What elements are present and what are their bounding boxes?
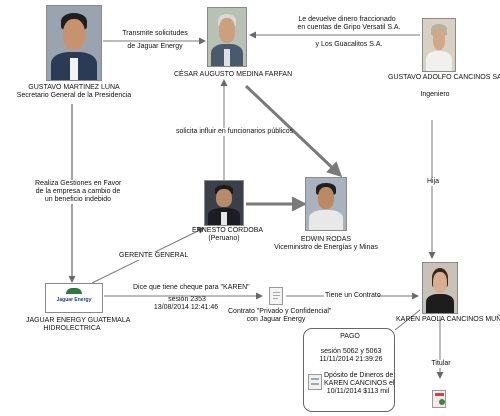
jaguar-leaf-icon (66, 288, 82, 294)
edge-label-gerente: GERENTE GENERAL (118, 252, 189, 260)
photo-cesar-medina (207, 7, 247, 67)
edge-label-contrato: Tiene un Contrato (324, 292, 381, 300)
edwin-rodas-name: EDWIN RODAS (300, 236, 352, 243)
photo-edwin-rodas (305, 177, 347, 231)
edge-label-titular: Titular (428, 360, 454, 368)
photo-karen-cancinos (422, 262, 458, 314)
payment-session-1: sesión 5062 y 5063 (320, 348, 382, 355)
bank-card-icon (432, 390, 446, 408)
gustavo-cancinos-name: GUSTAVO ADOLFO CANCINOS SAZO (388, 74, 500, 81)
edge-label-transmite-2: de Jaguar Energy (118, 43, 192, 51)
jaguar-energy-name2: HIDROLECTRICA (43, 325, 101, 332)
payment-session-2: 11/11/2014 21:39:26 (319, 356, 383, 363)
cesar-medina-name: CÉSAR AUGUSTO MEDINA FARFAN (174, 71, 293, 78)
deposit-line-3: 10/11/2014 $113 mil (326, 388, 390, 395)
jaguar-energy-name: JAGUAR ENERGY GUATEMALA (26, 317, 131, 324)
edge-label-solicita: solicita influir en funcionarios público… (175, 128, 294, 136)
photo-gustavo-martinez (46, 5, 102, 81)
edge-label-gestiones-1: Realiza Gestiones en Favor (34, 180, 122, 188)
photo-gustavo-cancinos (422, 18, 456, 72)
edge-label-devuelve-2: en cuentas de Gripo Versatil S.A. (288, 24, 410, 32)
edge-label-gestiones-3: un beneficio indebido (38, 196, 118, 204)
deposit-line-2: KAREN CANCINOS el (324, 380, 395, 387)
edwin-rodas-role: Viceministro de Energías y Minas (274, 244, 378, 251)
edge-label-devuelve-1: Le devuelve dinero fraccionado (288, 16, 406, 24)
jaguar-energy-logo: Jaguar Energy (45, 283, 103, 313)
jaguar-logo-text: Jaguar Energy (56, 297, 92, 303)
edge-payment-to-karen (394, 309, 421, 331)
contract-label-2: con Jaguar Energy (246, 316, 306, 323)
edge-label-devuelve-3: y Los Guacalitos S.A. (300, 41, 398, 49)
edge-label-cheque-2: sesión 2353 (168, 296, 206, 303)
edge-medina-to-rodas (244, 84, 343, 178)
contract-document-icon (269, 287, 283, 305)
payment-title: PAGO (340, 333, 360, 340)
edge-label-transmite-1: Transmite solicitudes (114, 30, 196, 38)
edge-label-hija: Hija (424, 178, 442, 186)
edge-label-cheque-3: 13/08/2014 12:41:46 (153, 304, 219, 311)
ernesto-cordoba-name: ERNESTO CORDOBA (192, 227, 264, 234)
deposit-slip-icon (308, 374, 322, 390)
contract-label-1: Contrato "Privado y Confidencial" (228, 308, 332, 315)
gustavo-cancinos-role: Ingeniero (420, 91, 450, 98)
ernesto-cordoba-role: (Peruano) (208, 235, 240, 242)
deposit-line-1: Dpósito de Dineros de (324, 372, 394, 379)
edge-label-gestiones-2: de la empresa a cambio de (34, 188, 122, 196)
edge-label-cheque-1: Dice que tiene cheque para "KAREN" (132, 284, 250, 292)
gustavo-martinez-role: Secretario General de la Presidencia (16, 92, 132, 99)
gustavo-martinez-name: GUSTAVO MARTINEZ LUNA (28, 84, 120, 91)
karen-cancinos-name: KAREN PAOLA CANCINOS MUÑOZ (396, 316, 500, 323)
payment-box (303, 328, 395, 412)
photo-ernesto-cordoba (204, 180, 244, 226)
